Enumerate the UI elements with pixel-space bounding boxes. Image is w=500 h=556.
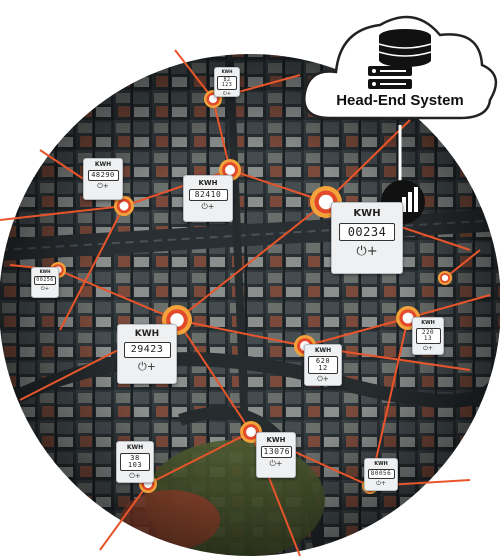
meter-reading: 82410 <box>188 189 228 201</box>
power-plus-icon: ⏻+ <box>269 459 283 468</box>
meter-unit-label: KWH <box>221 69 233 74</box>
smart-meter: KWH 220 13⏻+ <box>412 317 444 355</box>
meter-unit-label: KWH <box>421 320 435 326</box>
meter-unit-label: KWH <box>198 179 218 187</box>
smart-meter: KWH 620 12⏻+ <box>304 344 342 386</box>
meter-unit-label: KWH <box>374 461 388 467</box>
meter-unit-label: KWH <box>353 208 381 219</box>
meter-reading: 48290 <box>87 170 119 181</box>
meter-unit-label: KWH <box>39 269 51 274</box>
meter-unit-label: KWH <box>94 161 112 168</box>
network-link <box>325 119 411 203</box>
database-server-icon <box>368 29 432 89</box>
network-link <box>407 294 491 319</box>
meter-reading: 00256 <box>34 276 56 285</box>
meter-reading: 220 13 <box>415 328 441 344</box>
network-links <box>0 49 491 556</box>
power-plus-icon: ⏻+ <box>97 182 109 190</box>
meter-reading: 29423 <box>123 342 171 358</box>
power-plus-icon: ⏻+ <box>376 480 386 487</box>
network-nodes <box>50 90 452 494</box>
power-plus-icon: ⏻+ <box>201 202 215 211</box>
network-link <box>176 201 327 321</box>
network-link <box>176 319 252 433</box>
network-link <box>304 317 409 347</box>
power-plus-icon: ⏻+ <box>423 345 433 352</box>
network-link <box>99 483 149 551</box>
aerial-city-photo <box>0 53 500 556</box>
meter-reading: 80056 <box>367 469 395 479</box>
network-link <box>174 49 214 100</box>
head-end-system-label: Head-End System <box>336 92 464 109</box>
smart-meter: KWH 48290⏻+ <box>83 158 123 200</box>
network-node <box>114 196 134 216</box>
meter-unit-label: KWH <box>134 329 160 339</box>
network-link <box>229 169 327 203</box>
smart-meter: KWH 13076⏻+ <box>256 432 296 478</box>
smart-meter: KWH 38 103⏻+ <box>116 441 154 483</box>
power-plus-icon: ⏻+ <box>317 375 329 383</box>
power-plus-icon: ⏻+ <box>356 244 378 259</box>
smart-meter: KWH 82410⏻+ <box>183 175 233 222</box>
meter-unit-label: KWH <box>314 347 332 354</box>
smart-meter: KWH 82 123⏻+ <box>214 67 240 97</box>
network-link <box>59 205 125 331</box>
meter-reading: 82 123 <box>217 76 237 90</box>
network-link <box>0 205 125 221</box>
power-plus-icon: ⏻+ <box>40 286 50 292</box>
network-link <box>57 269 178 321</box>
network-link <box>147 431 252 485</box>
network-link <box>176 319 306 347</box>
meter-reading: 00234 <box>339 223 395 241</box>
network-link <box>212 98 231 171</box>
smart-meter: KWH 80056⏻+ <box>364 458 398 491</box>
smart-meter: KWH 29423 ⏻+ <box>117 324 177 384</box>
meter-unit-label: KWH <box>126 444 144 451</box>
smart-meter: KWH 00234 ⏻+ <box>331 202 403 274</box>
meter-reading: 38 103 <box>120 453 150 471</box>
network-node <box>438 271 452 285</box>
meter-reading: 13076 <box>260 446 292 458</box>
power-plus-icon: ⏻+ <box>222 91 232 97</box>
smart-meter: KWH 00256⏻+ <box>31 267 59 298</box>
meter-unit-label: KWH <box>266 436 286 444</box>
power-plus-icon: ⏻+ <box>138 360 156 373</box>
meter-reading: 620 12 <box>308 356 338 374</box>
network-link <box>444 249 481 279</box>
power-plus-icon: ⏻+ <box>129 472 141 480</box>
